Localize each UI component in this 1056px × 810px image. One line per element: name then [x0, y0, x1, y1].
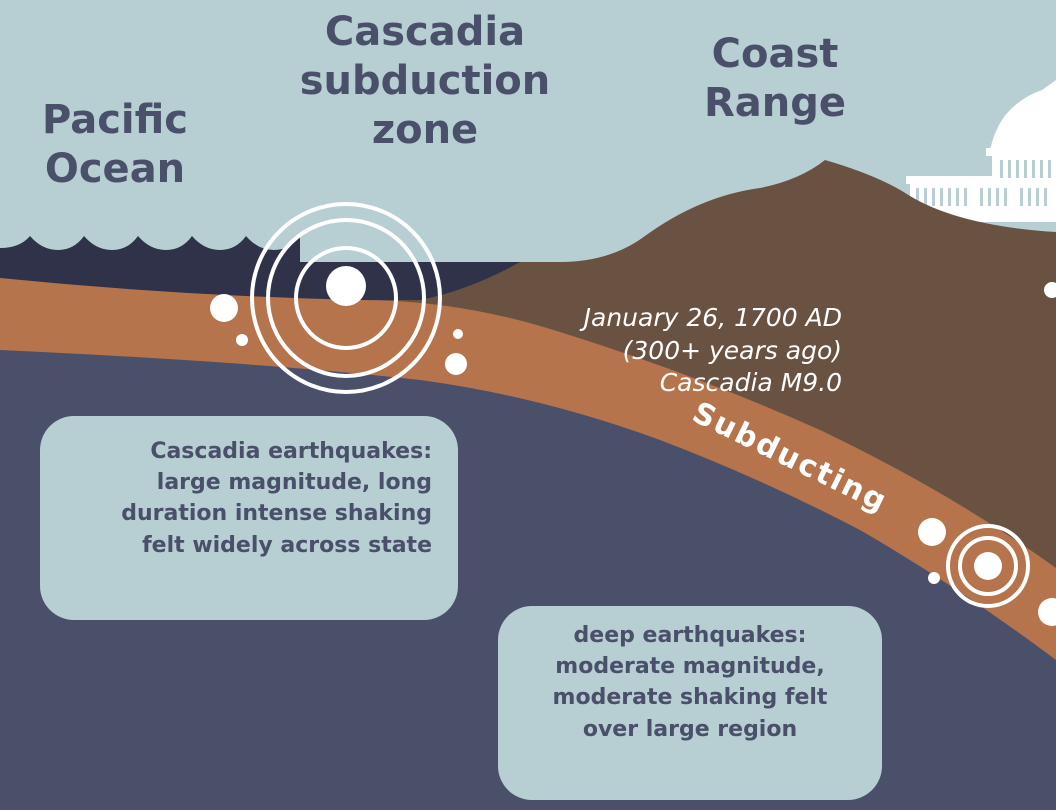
deep-earthquake-rings-icon — [946, 524, 1030, 608]
coast-range-label-line: Range — [703, 79, 847, 126]
callout-line: felt widely across state — [142, 532, 432, 558]
capitol-building-icon — [904, 80, 1056, 222]
event-annotation: January 26, 1700 AD (300+ years ago) Cas… — [440, 302, 842, 400]
earthquake-rings-icon — [250, 202, 442, 394]
event-date: January 26, 1700 AD — [583, 303, 842, 332]
cascadia-subduction-zone-label: Cascadia subduction zone — [290, 8, 560, 154]
pacific-ocean-label-line: Ocean — [44, 145, 186, 192]
subducting-plate — [0, 278, 1056, 660]
pacific-ocean-label-line: Pacific — [41, 97, 188, 143]
callout-heading-colon: : — [797, 623, 807, 648]
callout-heading-line: deep earthquakes: — [508, 620, 872, 651]
quake-dot — [445, 353, 467, 375]
quake-dot — [1044, 282, 1056, 298]
quake-dot — [1038, 598, 1056, 626]
callout-line: large magnitude, long — [156, 470, 432, 496]
quake-dot — [453, 329, 463, 339]
quake-dot — [236, 334, 248, 346]
callout-heading: deep earthquakes — [573, 623, 798, 648]
callout-line: duration intense shaking — [121, 501, 432, 527]
callout-heading-colon: : — [423, 439, 432, 464]
event-age: (300+ years ago) — [622, 335, 842, 365]
coast-range-label: Coast Range — [660, 30, 890, 128]
event-magnitude: Cascadia M9.0 — [659, 368, 842, 397]
quake-dot — [210, 294, 238, 322]
quake-dot — [918, 518, 946, 546]
callout-line: moderate shaking felt — [552, 685, 828, 711]
cascadia-zone-label-line: Cascadia — [324, 9, 526, 55]
pacific-ocean-label: Pacific Ocean — [20, 96, 210, 194]
cascadia-zone-label-line: subduction — [299, 57, 551, 104]
ocean-water — [0, 248, 520, 300]
quake-dot — [928, 572, 940, 584]
ocean-waves — [0, 236, 300, 262]
callout-heading-line: Cascadia earthquakes: — [50, 436, 432, 467]
callout-heading: Cascadia earthquakes — [150, 439, 424, 464]
callout-line: moderate magnitude, — [555, 654, 825, 680]
cascadia-zone-label-line: zone — [371, 106, 479, 153]
coast-range-label-line: Coast — [711, 31, 839, 77]
callout-line: over large region — [582, 716, 798, 742]
deep-earthquakes-callout: deep earthquakes: moderate magnitude, mo… — [498, 606, 882, 800]
cascadia-earthquakes-callout: Cascadia earthquakes: large magnitude, l… — [40, 416, 458, 620]
